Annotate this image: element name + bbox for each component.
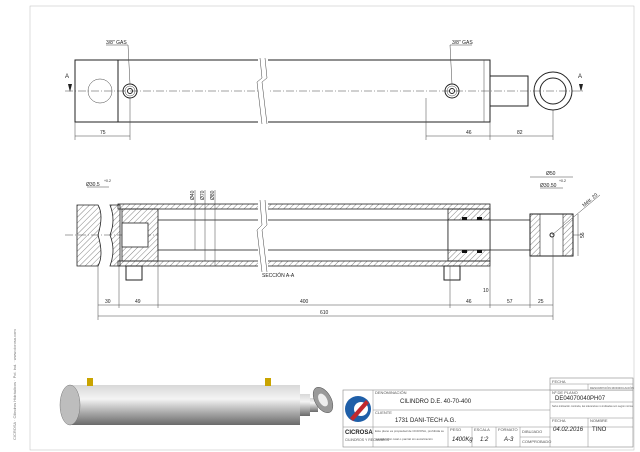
weight: 1400Kg	[452, 437, 473, 443]
dim-total-610: 610	[320, 310, 329, 316]
section-label: SECCIÓN A-A	[262, 272, 295, 279]
date: 04.02.2016	[553, 427, 584, 433]
weight-label: PESO	[450, 427, 461, 432]
dim-d80: Ø80	[210, 190, 216, 200]
company-sub: CILINDROS Y RECAMBIOS	[345, 438, 390, 442]
dim-30: 30	[105, 299, 111, 305]
drawn-label: DIBUJADO	[522, 429, 542, 434]
dim-25: 25	[538, 299, 544, 305]
dim-46: 46	[466, 130, 472, 136]
cylinder-3d-render	[59, 378, 334, 426]
port-label-right: 3/8" GAS	[452, 40, 473, 46]
port-label-left: 3/8" GAS	[106, 40, 127, 46]
drawing-frame	[29, 5, 635, 451]
eye-bore-tol: +0.2	[559, 179, 566, 183]
top-view: 3/8" GAS 3/8" GAS A A 75 46 82	[65, 40, 585, 140]
drawing-code-label: Nº DE PLANO	[552, 390, 578, 395]
side-text: CICROSA · Cilindros Hidráulicos · Pol. I…	[12, 329, 17, 440]
tolerance-note: Salvo indicación contraria, las toleranc…	[552, 405, 633, 408]
revision-date-label: FECHA	[552, 379, 566, 384]
dim-d70: Ø70	[200, 190, 206, 200]
dim-49: 49	[135, 299, 141, 305]
note-line-2: reproducción total o parcial sin autoriz…	[375, 437, 433, 441]
designation-label: DENOMINACIÓN	[375, 390, 407, 395]
checked-label: COMPROBADO	[522, 439, 551, 444]
eye-bore-dim: Ø30.50	[540, 183, 557, 189]
left-bore-dim: Ø30.5	[86, 182, 100, 188]
dim-75: 75	[100, 130, 106, 136]
dim-400: 400	[300, 299, 309, 305]
eye-outer-dim: Ø50	[546, 171, 556, 177]
note-line-1: Este plano es propiedad de CICROSA, proh…	[375, 429, 444, 433]
dim-82: 82	[517, 130, 523, 136]
author-label: NOMBRE	[590, 418, 608, 423]
client-label: CLIENTE	[375, 410, 392, 415]
eye-thread: Métr. 20	[581, 192, 599, 208]
dim-10: 10	[483, 288, 489, 294]
section-marker-right: A	[578, 74, 582, 80]
drawing-code: DE04070040PH07	[555, 396, 606, 402]
company-name: CICROSA	[345, 430, 373, 436]
dim-46b: 46	[466, 299, 472, 305]
left-bore-tol: +0.2	[104, 179, 111, 183]
eye-width-dim: 55	[580, 232, 586, 238]
section-marker-left: A	[65, 74, 69, 80]
revision-desc-label: DESCRIPCIÓN MODIFICACIÓN	[590, 385, 634, 390]
client: 1731 DANI-TECH A.G.	[395, 418, 456, 424]
dim-d40: Ø40	[190, 190, 196, 200]
section-view: Ø40 Ø70 Ø80 Ø30.5 +0.2 Ø50 Ø30.50 +0.2 M…	[65, 171, 601, 320]
format-label: FORMATO	[498, 427, 518, 432]
format: A-3	[503, 437, 514, 443]
title-block: CICROSA CILINDROS Y RECAMBIOS DENOMINACI…	[342, 377, 634, 448]
scale-label: ESCALA	[474, 427, 490, 432]
designation: CILINDRO D.E. 40-70-400	[400, 399, 472, 405]
author: TINO	[592, 427, 607, 433]
date-label: FECHA	[552, 418, 566, 423]
dim-57: 57	[507, 299, 513, 305]
scale: 1:2	[480, 437, 489, 443]
